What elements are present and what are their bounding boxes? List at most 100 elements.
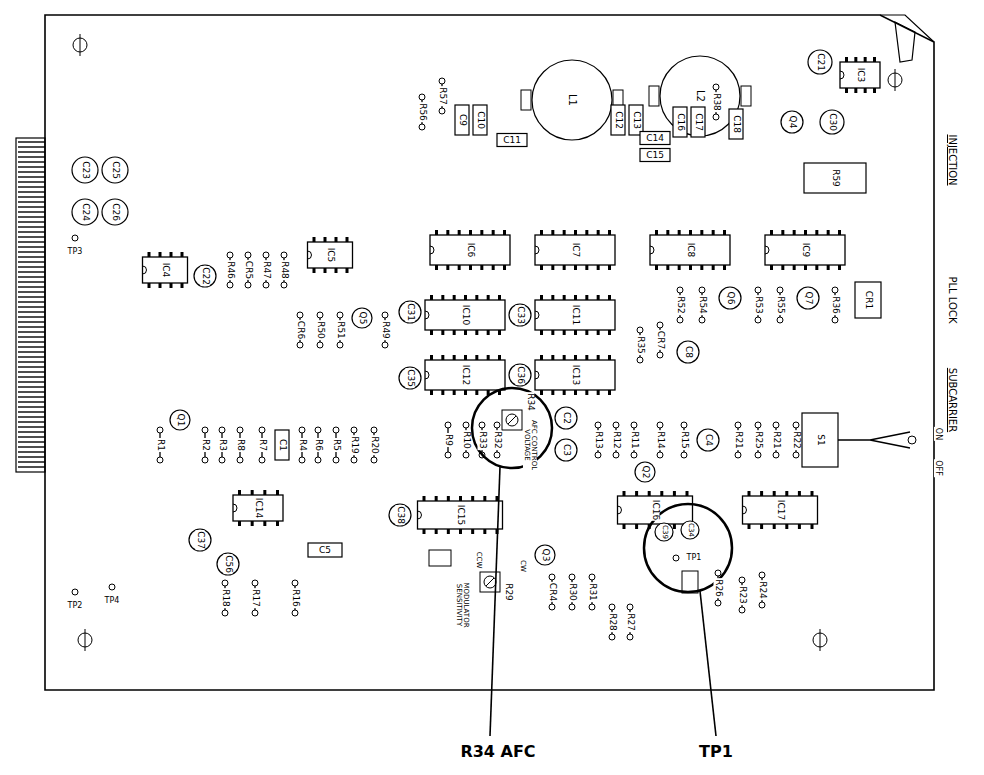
capacitor-outline [681, 521, 699, 539]
ic-notch [418, 511, 422, 519]
ic-pin [498, 330, 501, 335]
ic-pin [608, 230, 611, 235]
ic-notch [765, 246, 769, 254]
ic-pin [798, 491, 801, 496]
ic-package [425, 360, 505, 390]
ic-pin [475, 390, 478, 395]
inductor-can [532, 60, 612, 140]
part-label: R55 [776, 295, 785, 315]
resistor-pad [317, 342, 323, 348]
ic-pin [673, 491, 676, 496]
resistor-pad [627, 604, 633, 610]
board-legend: TP3 [67, 248, 84, 256]
part-label: C11 [502, 136, 522, 145]
capacitor-outline [72, 157, 98, 183]
leader-line [700, 591, 716, 736]
part-label: C1 [278, 438, 287, 452]
part-label: R13 [594, 430, 603, 450]
connector-finger [18, 436, 45, 437]
resistor-pad [371, 427, 377, 433]
ic-pin [181, 283, 184, 288]
hole-cross [895, 69, 896, 91]
part-label: R3 [218, 438, 227, 452]
ic-pin [811, 491, 814, 496]
resistor-pad [333, 457, 339, 463]
ic-package [308, 242, 353, 268]
component-body [455, 105, 469, 135]
part-label: Q6 [726, 291, 735, 306]
inductor-tab [649, 86, 659, 106]
ic-pin [540, 390, 543, 395]
ic-pin [459, 529, 462, 534]
ic-pin [458, 265, 461, 270]
connector-fingers [18, 142, 45, 467]
ic-pin [483, 529, 486, 534]
resistor-pad [777, 287, 783, 293]
ic-pin [723, 265, 726, 270]
board-legend: CCW [475, 551, 482, 570]
ic-pin [864, 88, 867, 93]
part-label: R36 [831, 295, 840, 315]
part-label: R47 [262, 260, 271, 280]
connector-finger [18, 186, 45, 187]
part-label: C36 [516, 365, 525, 385]
resistor-pad [419, 94, 425, 100]
ic-pin [635, 524, 638, 529]
callout-circle [472, 388, 552, 468]
capacitor-outline [635, 462, 655, 482]
part-label: R14 [656, 430, 665, 450]
ic-pin [785, 491, 788, 496]
ic-pin [469, 230, 472, 235]
resistor-pad [613, 452, 619, 458]
ic-package [535, 300, 615, 330]
resistor-pad [463, 422, 469, 428]
part-label: R31 [588, 582, 597, 602]
capacitor-outline [677, 341, 699, 363]
ic-package [618, 496, 693, 524]
component-body [691, 107, 705, 137]
resistor-pad [773, 452, 779, 458]
resistor-pad [315, 427, 321, 433]
part-label: R22 [792, 430, 801, 450]
connector-finger [18, 296, 45, 297]
test-point [72, 589, 78, 595]
ic-pin [838, 265, 841, 270]
capacitor-outline [389, 504, 411, 526]
component-body [673, 107, 687, 137]
resistor-pad [793, 452, 799, 458]
part-label: R21 [734, 430, 743, 450]
ic-pin [815, 265, 818, 270]
part-label: R5 [332, 438, 341, 452]
ic-pin [441, 295, 444, 300]
connector-finger [18, 231, 45, 232]
connector-finger [18, 291, 45, 292]
component-body [640, 132, 670, 145]
board-legend: CW [519, 559, 526, 573]
ic-pin [503, 265, 506, 270]
resistor-pad [317, 312, 323, 318]
ic-pin [435, 265, 438, 270]
ic-notch [425, 311, 429, 319]
part-label: R4 [298, 438, 307, 452]
ic-pin [453, 355, 456, 360]
ic-notch [840, 71, 844, 79]
connector-finger [18, 311, 45, 312]
ic-pin [845, 57, 848, 62]
part-label: C24 [81, 202, 90, 222]
ic-pin [864, 57, 867, 62]
ic-package [535, 235, 615, 265]
connector-finger [18, 416, 45, 417]
part-label: R19 [350, 435, 359, 455]
board-legend: MODULATOR SENSITIVITY [455, 572, 469, 638]
component-body [308, 543, 342, 557]
trimpot-slot [508, 416, 516, 424]
part-label: C9 [458, 113, 467, 127]
inductor-tab [521, 90, 531, 110]
resistor-pad [832, 317, 838, 323]
resistor-pad [657, 352, 663, 358]
resistor-pad [445, 452, 451, 458]
ic-pin [873, 88, 876, 93]
ic-pin [551, 330, 554, 335]
resistor-pad [252, 580, 258, 586]
